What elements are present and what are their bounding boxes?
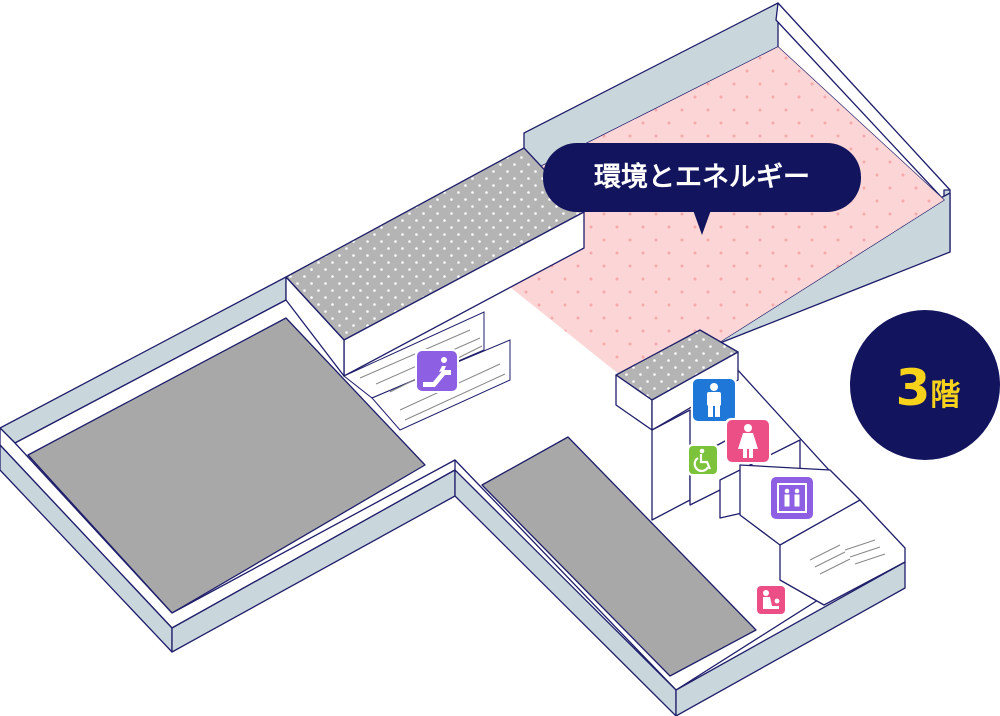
baby-care-icon[interactable] bbox=[755, 584, 787, 616]
gray-area-center bbox=[481, 436, 757, 677]
stair-steps bbox=[809, 539, 886, 575]
escalator-icon[interactable] bbox=[415, 349, 459, 393]
womens-restroom-icon[interactable] bbox=[725, 418, 771, 464]
restroom-partition-a bbox=[651, 409, 691, 521]
stair-housing bbox=[779, 499, 906, 606]
accessible-restroom-icon[interactable] bbox=[687, 444, 719, 476]
wall-bottom-right-face bbox=[675, 561, 906, 716]
wall-bottom-front-face bbox=[454, 469, 677, 716]
floor-suffix: 階 bbox=[930, 378, 960, 413]
zone-callout[interactable]: 環境とエネルギー bbox=[543, 143, 861, 235]
svg-text:3階: 3階 bbox=[896, 359, 961, 417]
floor-badge: 3階 bbox=[850, 310, 1000, 460]
floor-number: 3 bbox=[896, 359, 931, 417]
elevator-icon[interactable] bbox=[769, 475, 815, 521]
zone-callout-label: 環境とエネルギー bbox=[594, 162, 810, 193]
mens-restroom-icon[interactable] bbox=[691, 377, 737, 423]
